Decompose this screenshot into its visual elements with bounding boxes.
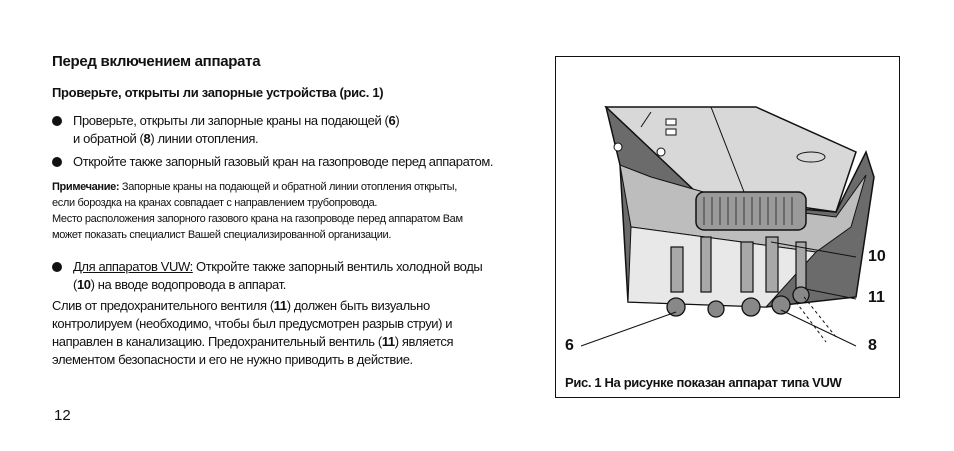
figure-caption: Рис. 1 На рисунке показан аппарат типа V… <box>565 375 842 390</box>
ref-number-6: 6 <box>388 113 396 128</box>
note-label: Примечание: <box>52 181 120 193</box>
vuw-label: Для аппаратов VUW: <box>73 259 193 274</box>
callout-11: 11 <box>868 289 885 306</box>
figure-box: 10 11 6 8 Рис. 1 На рисунке показан аппа… <box>555 56 900 398</box>
bullet-text: Проверьте, открыты ли запорные краны на … <box>73 113 400 146</box>
bullet-item-gas-valve: Откройте также запорный газовый кран на … <box>52 153 532 171</box>
callout-10: 10 <box>868 248 886 265</box>
callout-8: 8 <box>868 337 877 354</box>
page-heading: Перед включением аппарата <box>52 53 261 70</box>
page-number: 12 <box>54 407 71 424</box>
bullet-icon <box>52 262 62 272</box>
bullet-item-heating-valves: Проверьте, открыты ли запорные краны на … <box>52 112 532 148</box>
note-block: Примечание: Запорные краны на подающей и… <box>52 181 463 241</box>
callout-6: 6 <box>565 337 574 354</box>
boiler-illustration <box>580 106 875 347</box>
bullet-text: Откройте также запорный газовый кран на … <box>73 154 494 169</box>
bullet-text: Для аппаратов VUW: Откройте также запорн… <box>73 259 483 292</box>
section-subheading: Проверьте, открыты ли запорные устройств… <box>52 85 384 100</box>
ref-number-10: 10 <box>76 277 91 292</box>
safety-valve-paragraph: Слив от предохранительного вентиля (11) … <box>52 298 454 367</box>
bullet-icon <box>52 157 62 167</box>
bullet-item-cold-water: Для аппаратов VUW: Откройте также запорн… <box>52 258 532 294</box>
bullet-icon <box>52 116 62 126</box>
ref-number-8: 8 <box>143 131 151 146</box>
